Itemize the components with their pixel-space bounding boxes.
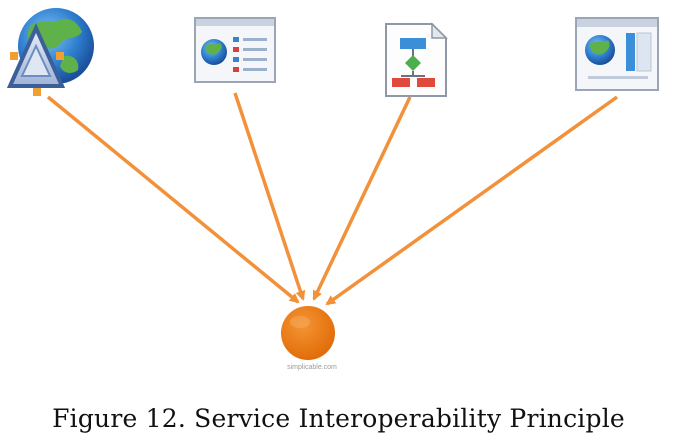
browser-window-list-icon	[194, 17, 276, 83]
edge-web-page-panel	[325, 95, 619, 306]
edge-flowchart-document	[312, 96, 412, 301]
flowchart-document-icon	[385, 22, 448, 97]
browser-window-panel-icon	[575, 17, 659, 91]
edges	[46, 92, 619, 306]
service-circle-icon	[281, 306, 335, 360]
edge-web-globe-app	[46, 95, 300, 304]
globe-triangle-icon	[6, 8, 94, 96]
figure-caption: Figure 12. Service Interoperability Prin…	[52, 404, 625, 433]
interoperability-diagram: simplicable.com	[6, 8, 659, 371]
edge-web-page-list	[233, 92, 306, 301]
watermark-text: simplicable.com	[287, 364, 337, 371]
